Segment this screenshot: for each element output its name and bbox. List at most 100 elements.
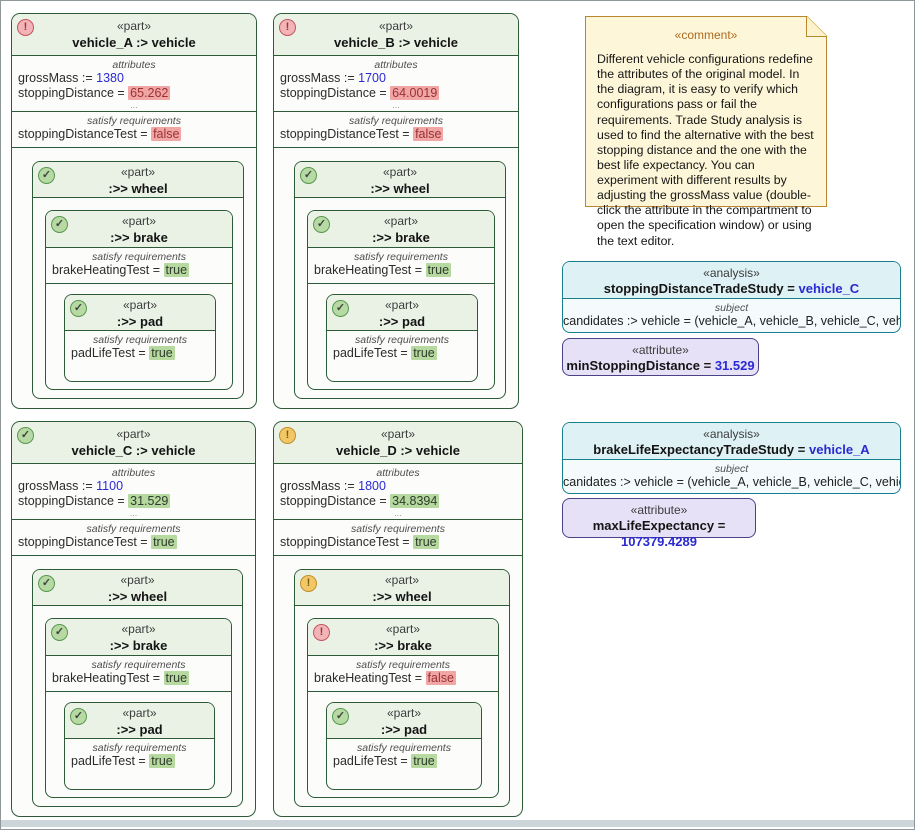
attribute-value[interactable]: 1100 <box>96 479 124 493</box>
requirement-value[interactable]: true <box>149 346 175 360</box>
part-pad[interactable]: ✓ «part» :>> pad satisfy requirements pa… <box>326 702 482 790</box>
part-header: ✓ «part» :>> brake <box>308 211 494 248</box>
part-vehicle-b[interactable]: ! «part» vehicle_B :> vehicle attributes… <box>273 13 519 409</box>
part-title: vehicle_C :> vehicle <box>71 443 196 458</box>
requirement-value[interactable]: true <box>163 671 190 685</box>
subject-compartment: subject canidates :> vehicle = (vehicle_… <box>563 460 900 490</box>
part-header: ✓ «part» :>> brake <box>46 619 231 656</box>
requirement-name: padLifeTest = <box>71 346 150 360</box>
satisfy-compartment: satisfy requirements brakeHeatingTest = … <box>308 248 494 284</box>
attribute-value[interactable]: 1800 <box>358 479 386 493</box>
comment-note[interactable]: «comment» Different vehicle configuratio… <box>585 16 827 248</box>
requirement-value[interactable]: true <box>411 754 437 768</box>
attribute-row: grossMass := 1380 <box>12 71 256 86</box>
analysis-title: stoppingDistanceTradeStudy = vehicle_C <box>563 281 900 297</box>
compartment-label: satisfy requirements <box>349 115 443 127</box>
requirement-row: stoppingDistanceTest = true <box>12 535 255 550</box>
part-title: :>> wheel <box>107 589 168 604</box>
stereotype-label: «part» <box>382 165 418 179</box>
attribute-value[interactable]: 64.0019 <box>390 86 440 100</box>
requirement-value[interactable]: true <box>413 535 439 549</box>
part-brake[interactable]: ✓ «part» :>> brake satisfy requirements … <box>45 210 233 390</box>
satisfy-compartment: satisfy requirements stoppingDistanceTes… <box>12 112 256 148</box>
part-title: :>> wheel <box>370 181 430 196</box>
requirement-row: stoppingDistanceTest = true <box>274 535 522 550</box>
requirement-value[interactable]: true <box>411 346 437 360</box>
attribute-value[interactable]: 107379.4289 <box>621 534 697 549</box>
requirement-row: padLifeTest = true <box>327 754 481 769</box>
requirement-value[interactable]: true <box>163 263 190 277</box>
part-pad[interactable]: ✓ «part» :>> pad satisfy requirements pa… <box>64 702 215 790</box>
requirement-name: stoppingDistanceTest = <box>280 127 414 141</box>
stereotype-label: «part» <box>116 19 152 33</box>
requirement-value[interactable]: true <box>149 754 175 768</box>
attributes-compartment: attributes grossMass := 1100 stoppingDis… <box>12 464 255 520</box>
part-vehicle-c[interactable]: ✓ «part» vehicle_C :> vehicle attributes… <box>11 421 256 817</box>
analysis-result[interactable]: vehicle_C <box>798 281 860 296</box>
part-vehicle-a[interactable]: ! «part» vehicle_A :> vehicle attributes… <box>11 13 257 409</box>
attribute-row: grossMass := 1100 <box>12 479 255 494</box>
part-brake[interactable]: ! «part» :>> brake satisfy requirements … <box>307 618 499 798</box>
requirement-value[interactable]: false <box>425 671 456 685</box>
compartment-label: satisfy requirements <box>87 115 181 127</box>
part-wheel[interactable]: ✓ «part» :>> wheel ✓ «part» :>> brake sa… <box>32 569 243 807</box>
part-header: ! «part» :>> wheel <box>295 570 509 606</box>
satisfy-compartment: satisfy requirements stoppingDistanceTes… <box>274 112 518 148</box>
part-pad[interactable]: ✓ «part» :>> pad satisfy requirements pa… <box>64 294 216 382</box>
ellipsis: ... <box>129 508 138 518</box>
part-wheel[interactable]: ✓ «part» :>> wheel ✓ «part» :>> brake sa… <box>294 161 506 399</box>
part-brake[interactable]: ✓ «part» :>> brake satisfy requirements … <box>45 618 232 798</box>
part-brake[interactable]: ✓ «part» :>> brake satisfy requirements … <box>307 210 495 390</box>
part-header: ✓ «part» vehicle_C :> vehicle <box>12 422 255 464</box>
part-header: ✓ «part» :>> pad <box>65 295 215 331</box>
attribute-value[interactable]: 34.8394 <box>390 494 440 508</box>
requirement-value[interactable]: false <box>413 127 444 141</box>
satisfy-compartment: satisfy requirements brakeHeatingTest = … <box>308 656 498 692</box>
requirement-value[interactable]: false <box>151 127 182 141</box>
requirement-row: padLifeTest = true <box>65 346 215 361</box>
attribute-value[interactable]: 31.529 <box>128 494 171 508</box>
analysis-stopping-distance[interactable]: «analysis» stoppingDistanceTradeStudy = … <box>562 261 901 333</box>
satisfy-compartment: satisfy requirements padLifeTest = true <box>65 331 215 367</box>
part-pad[interactable]: ✓ «part» :>> pad satisfy requirements pa… <box>326 294 478 382</box>
attribute-name: stoppingDistance = <box>280 86 391 100</box>
requirement-value[interactable]: true <box>425 263 452 277</box>
check-icon: ✓ <box>313 216 330 233</box>
part-vehicle-d[interactable]: ! «part» vehicle_D :> vehicle attributes… <box>273 421 523 817</box>
part-wheel[interactable]: ✓ «part» :>> wheel ✓ «part» :>> brake sa… <box>32 161 244 399</box>
attribute-value[interactable]: 1380 <box>96 71 124 85</box>
part-header: ! «part» vehicle_A :> vehicle <box>12 14 256 56</box>
requirement-name: brakeHeatingTest = <box>314 263 426 277</box>
analysis-result[interactable]: vehicle_A <box>808 442 870 457</box>
stereotype-label: «part» <box>384 298 420 312</box>
attribute-value[interactable]: 65.262 <box>128 86 171 100</box>
part-header: ✓ «part» :>> pad <box>327 295 477 331</box>
attribute-value[interactable]: 1700 <box>358 71 386 85</box>
error-icon: ! <box>17 19 34 36</box>
stereotype-label: «part» <box>122 706 157 720</box>
analysis-brake-life-expectancy[interactable]: «analysis» brakeLifeExpectancyTradeStudy… <box>562 422 901 494</box>
stereotype-label: «comment» <box>674 28 738 42</box>
attribute-min-stopping-distance[interactable]: «attribute» minStoppingDistance = 31.529 <box>562 338 759 376</box>
requirement-name: padLifeTest = <box>71 754 150 768</box>
compartment-label: satisfy requirements <box>357 742 451 754</box>
requirement-value[interactable]: true <box>151 535 177 549</box>
attribute-max-life-expectancy[interactable]: «attribute» maxLifeExpectancy = 107379.4… <box>562 498 756 549</box>
part-wheel[interactable]: ! «part» :>> wheel ! «part» :>> brake sa… <box>294 569 510 807</box>
requirement-row: brakeHeatingTest = true <box>308 263 494 278</box>
compartment-label: satisfy requirements <box>86 523 181 535</box>
stereotype-label: «part» <box>121 214 157 228</box>
compartment-label: satisfy requirements <box>356 659 450 671</box>
horizontal-scrollbar[interactable] <box>1 820 914 827</box>
attribute-name: stoppingDistance = <box>18 86 129 100</box>
attribute-value[interactable]: 31.529 <box>714 358 755 373</box>
check-icon: ✓ <box>70 300 87 317</box>
requirement-row: stoppingDistanceTest = false <box>12 127 256 142</box>
stereotype-label: «part» <box>384 573 420 587</box>
satisfy-compartment: satisfy requirements stoppingDistanceTes… <box>274 520 522 556</box>
attributes-compartment: attributes grossMass := 1800 stoppingDis… <box>274 464 522 520</box>
part-header: ✓ «part» :>> pad <box>65 703 214 739</box>
attribute-row: stoppingDistance = 31.529 <box>12 494 255 509</box>
ellipsis: ... <box>130 100 138 110</box>
satisfy-compartment: satisfy requirements brakeHeatingTest = … <box>46 248 232 284</box>
